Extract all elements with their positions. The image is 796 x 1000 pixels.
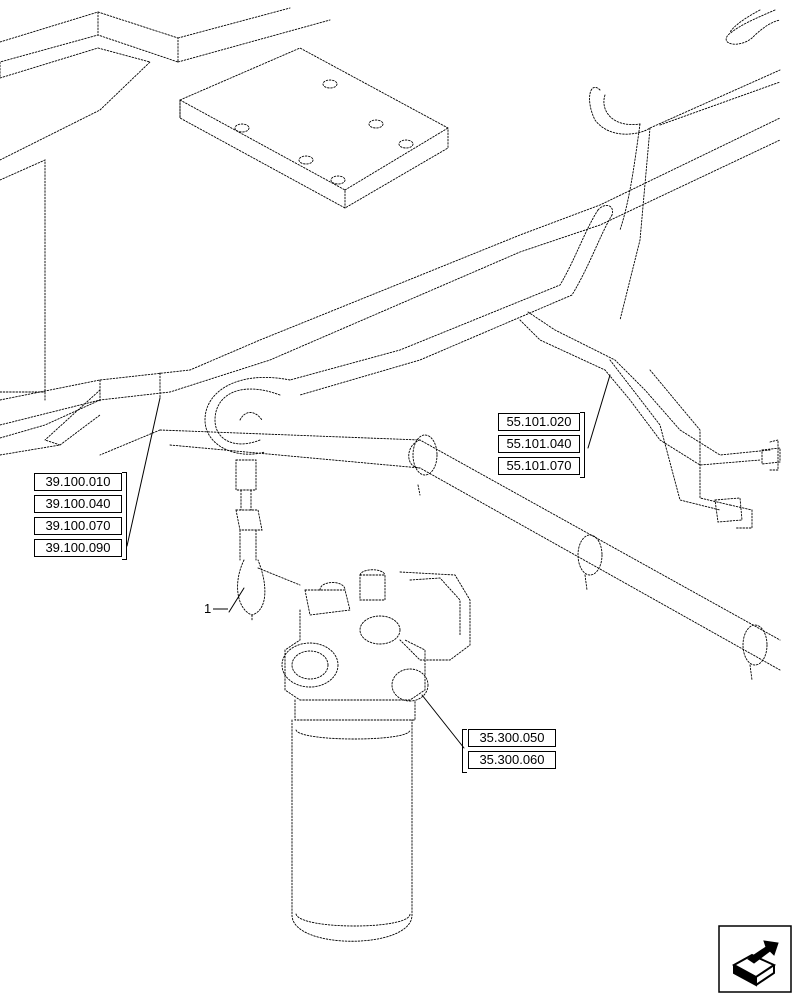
leader-lines xyxy=(126,374,611,749)
left-group-bracket xyxy=(122,472,127,560)
filter-canister xyxy=(291,719,413,942)
reference-code-39-100-090[interactable]: 39.100.090 xyxy=(34,539,122,557)
reference-code-35-300-060[interactable]: 35.300.060 xyxy=(468,751,556,769)
sensor-connector xyxy=(235,459,301,621)
harness-bundle xyxy=(204,69,781,511)
mounting-plate xyxy=(179,47,449,209)
next-page-arrow-icon[interactable] xyxy=(718,925,792,993)
tube-with-clamps xyxy=(99,429,781,681)
chassis-frame xyxy=(0,7,781,456)
reference-code-39-100-010[interactable]: 39.100.010 xyxy=(34,473,122,491)
callout-number-1: 1 xyxy=(204,601,212,616)
reference-code-55-101-070[interactable]: 55.101.070 xyxy=(498,457,580,475)
right-group-bracket xyxy=(580,412,585,478)
reference-code-55-101-040[interactable]: 55.101.040 xyxy=(498,435,580,453)
lower-group-bracket xyxy=(462,729,467,773)
right-connectors xyxy=(714,439,781,529)
reference-code-55-101-020[interactable]: 55.101.020 xyxy=(498,413,580,431)
cable-hook xyxy=(725,9,781,45)
filter-head xyxy=(281,569,471,721)
reference-code-39-100-070[interactable]: 39.100.070 xyxy=(34,517,122,535)
reference-code-39-100-040[interactable]: 39.100.040 xyxy=(34,495,122,513)
reference-code-35-300-050[interactable]: 35.300.050 xyxy=(468,729,556,747)
